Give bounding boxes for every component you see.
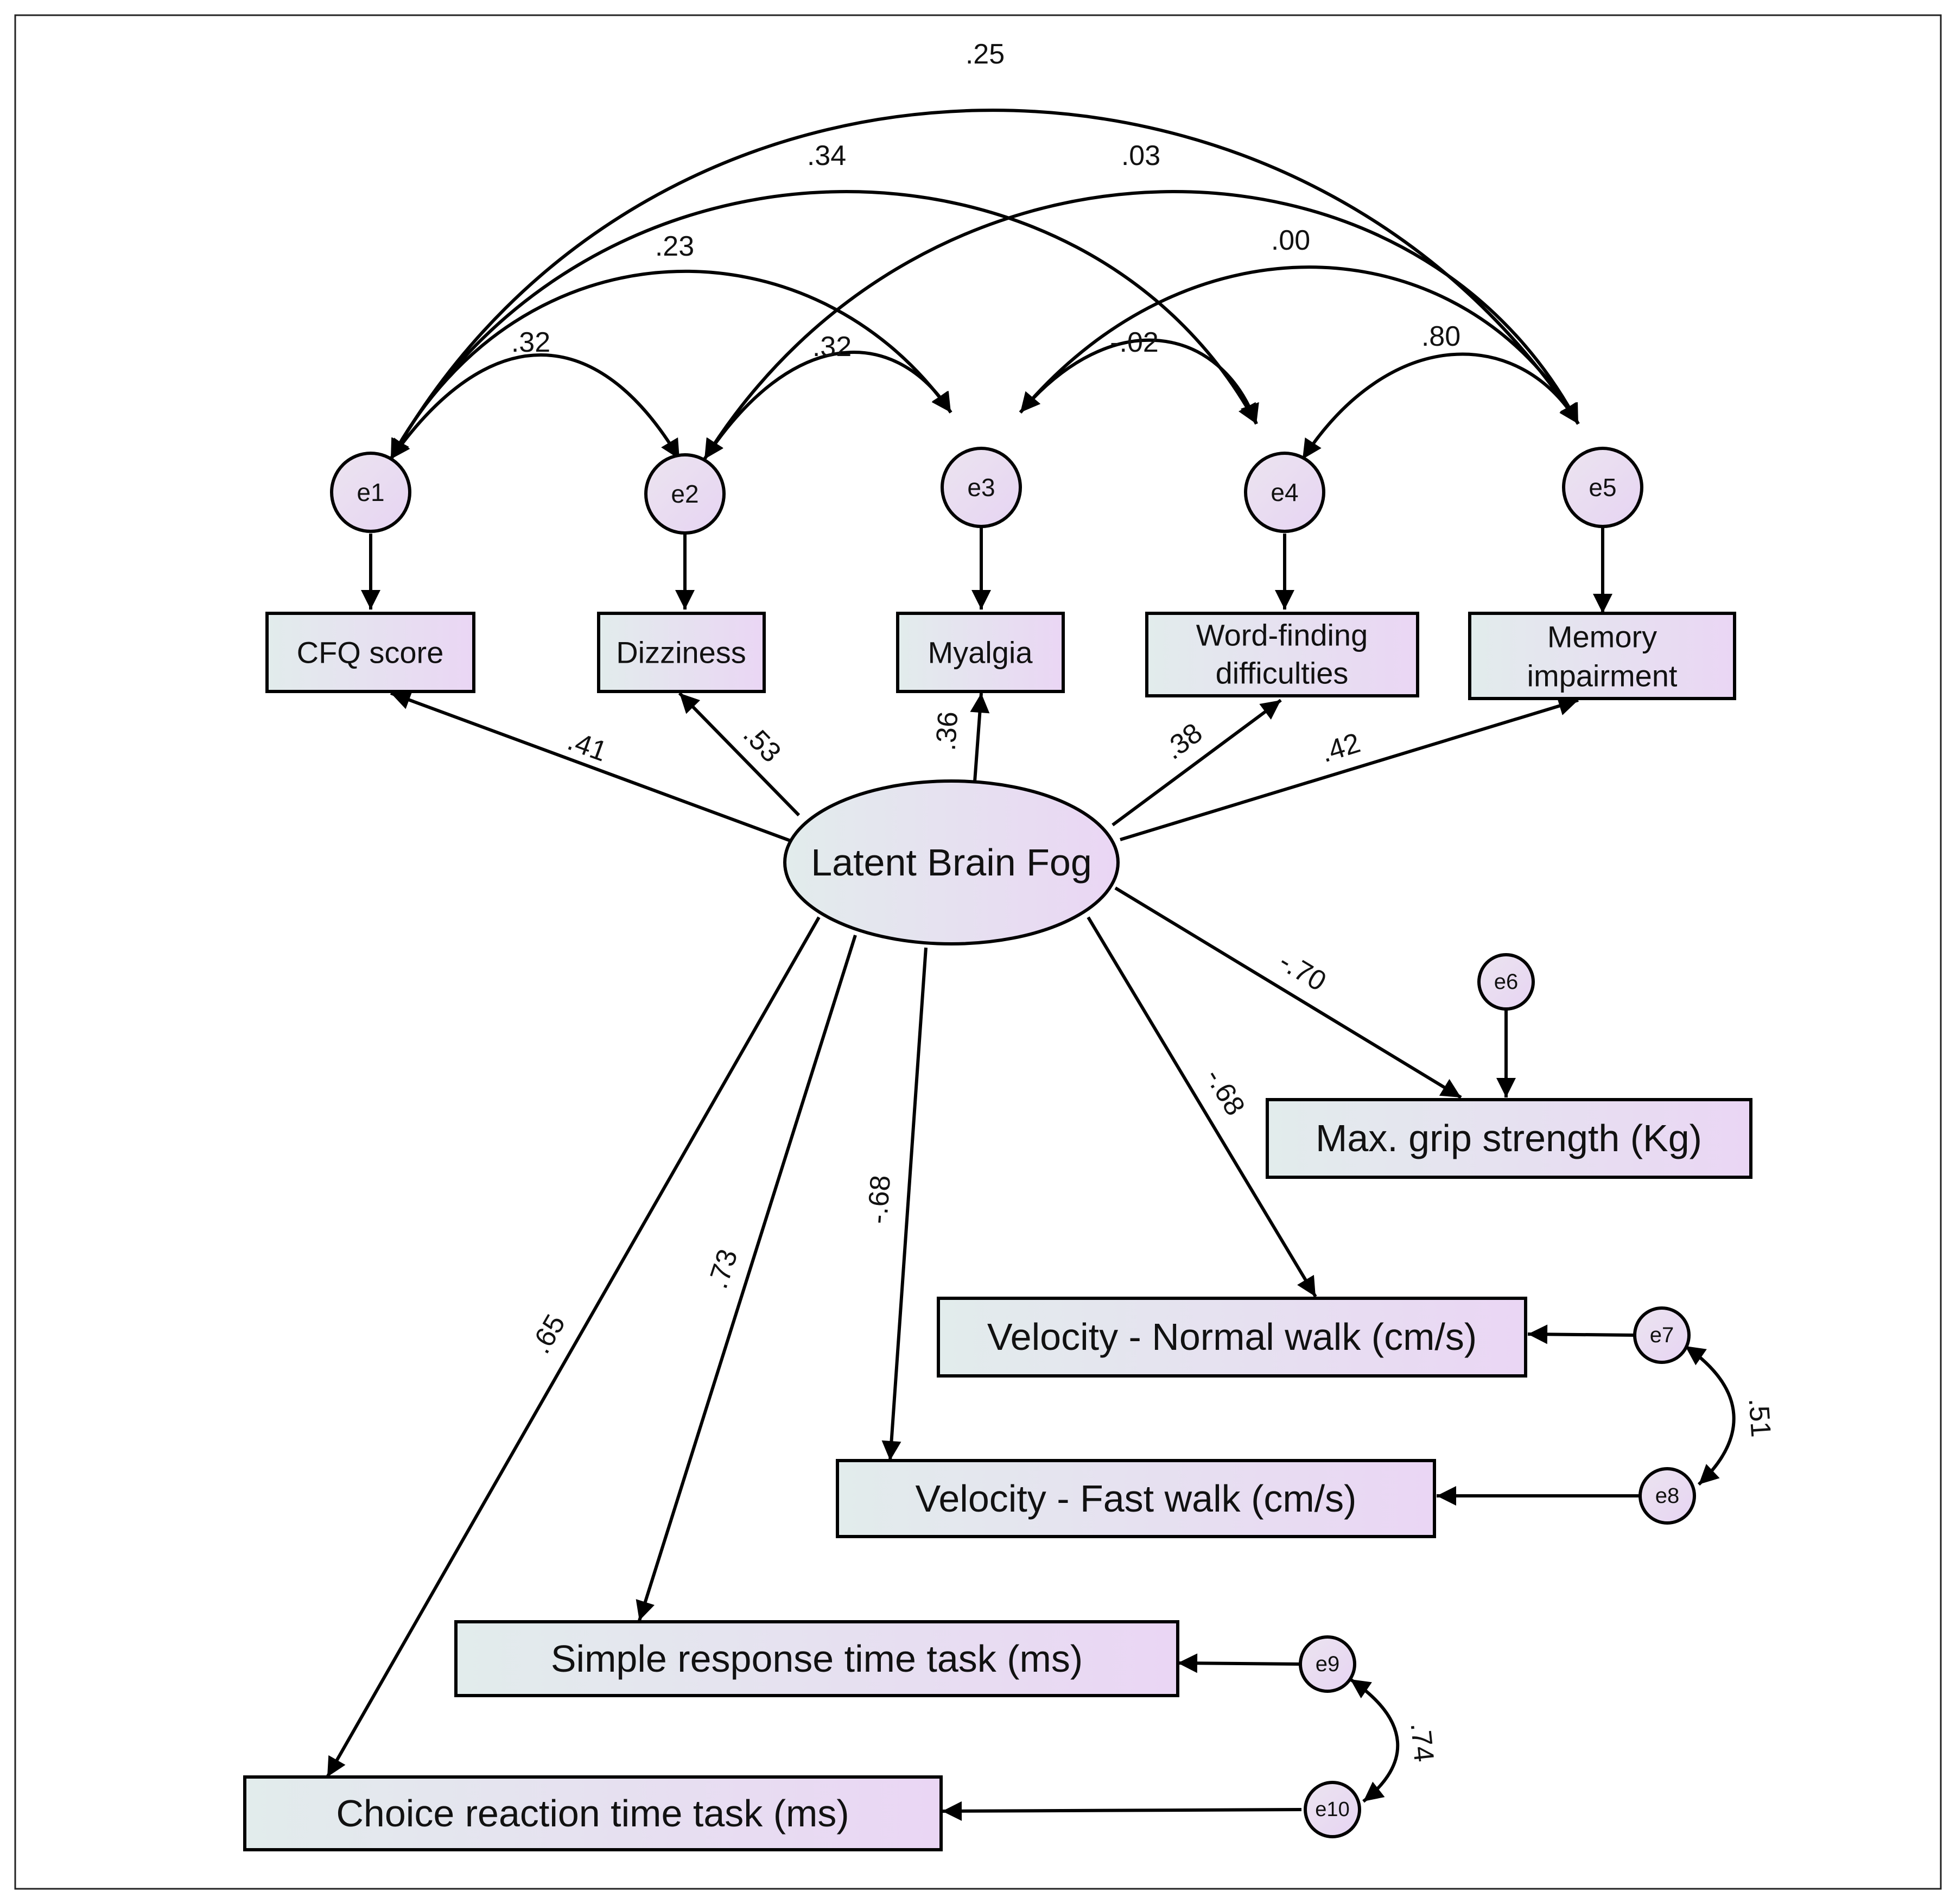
svg-text:Simple response time task (ms): Simple response time task (ms) (551, 1638, 1083, 1680)
cov-arc-e1-e4 (389, 190, 1258, 460)
error-e8: e8 (1639, 1467, 1696, 1525)
cov-label-e3-e4: -.02 (1110, 327, 1159, 358)
indicator-simple-rt: Simple response time task (ms) (454, 1620, 1179, 1697)
error-e3: e3 (941, 447, 1022, 528)
error-e4: e4 (1244, 452, 1325, 533)
error-e7: e7 (1633, 1306, 1691, 1364)
loading-arrow-grip (1114, 886, 1462, 1099)
indicator-choice-rt: Choice reaction time task (ms) (243, 1775, 943, 1851)
loading-arrow-cfq (390, 690, 803, 847)
indicator-myalgia: Myalgia (896, 612, 1065, 693)
cov-label-e3-e5: .00 (1271, 225, 1310, 256)
cov-arc-e3-e4 (1019, 338, 1259, 425)
loading-label-fast-walk: -.68 (862, 1174, 897, 1224)
latent-factor-label: Latent Brain Fog (811, 841, 1092, 884)
indicator-word-finding: Word-finding difficulties (1145, 612, 1419, 697)
error-e1: e1 (330, 452, 411, 533)
svg-text:e7: e7 (1650, 1323, 1674, 1347)
cov-arc-e3-e5 (1019, 265, 1580, 425)
error-e9: e9 (1299, 1635, 1356, 1693)
svg-text:e1: e1 (357, 478, 384, 506)
latent-factor: Latent Brain Fog (783, 779, 1120, 945)
covariance-labels: .25 .34 .03 .23 .00 .32 .32 -.02 .80 (511, 39, 1460, 363)
error-e10: e10 (1304, 1781, 1361, 1838)
cov-arc-e2-e5 (703, 190, 1580, 460)
cov-label-e2-e5: .03 (1121, 140, 1160, 172)
svg-text:e10: e10 (1315, 1798, 1349, 1821)
cov-label-e1-e5: .25 (966, 39, 1005, 70)
svg-text:e4: e4 (1271, 478, 1298, 506)
error-e6: e6 (1477, 953, 1535, 1011)
loading-arrow-choice-rt (326, 916, 821, 1778)
cov-arc-e1-e3 (389, 270, 952, 460)
svg-text:Max. grip strength (Kg): Max. grip strength (Kg) (1316, 1117, 1702, 1159)
loading-label-memory: .42 (1317, 727, 1364, 769)
covariance-arcs (389, 109, 1580, 460)
svg-text:e6: e6 (1494, 970, 1519, 994)
loading-arrow-fast-walk (881, 947, 928, 1461)
error-e2: e2 (644, 453, 726, 535)
cov-label-e1-e4: .34 (807, 140, 846, 172)
svg-text:CFQ score: CFQ score (297, 636, 444, 670)
loading-arrow-dizziness (678, 691, 801, 817)
loading-arrows (326, 690, 1579, 1778)
cov-arc-e4-e5 (1301, 352, 1580, 460)
cov-label-e9-e10: .74 (1404, 1721, 1439, 1763)
indicator-dizziness: Dizziness (597, 612, 766, 693)
svg-text:Word-finding: Word-finding (1196, 618, 1368, 652)
cov-arc-e1-e5 (389, 109, 1580, 460)
indicator-memory-impairment: Memory impairment (1468, 612, 1736, 700)
svg-text:e2: e2 (671, 480, 698, 508)
loading-arrow-simple-rt (636, 935, 857, 1621)
cov-arc-e1-e2 (389, 353, 681, 460)
arrow-e10-choice-rt (942, 1801, 1302, 1821)
svg-text:Myalgia: Myalgia (928, 636, 1033, 670)
loading-label-cfq: .41 (563, 725, 611, 767)
cov-label-e4-e5: .80 (1421, 321, 1460, 352)
indicator-fast-walk: Velocity - Fast walk (cm/s) (836, 1459, 1436, 1538)
loading-arrow-normal-walk (1087, 916, 1317, 1298)
svg-text:difficulties: difficulties (1216, 656, 1349, 690)
error-e5: e5 (1562, 447, 1643, 528)
loading-label-myalgia: .36 (930, 710, 964, 752)
indicators: CFQ score Dizziness Myalgia Word-finding… (243, 612, 1752, 1851)
svg-text:Choice reaction time task (ms): Choice reaction time task (ms) (336, 1792, 849, 1835)
error-arrows-bottom: .51 .74 (942, 1324, 1777, 1821)
svg-text:e3: e3 (967, 473, 995, 502)
svg-text:Velocity - Normal walk (cm/s): Velocity - Normal walk (cm/s) (987, 1316, 1477, 1358)
indicator-cfq-score: CFQ score (265, 612, 475, 693)
svg-text:Velocity - Fast walk (cm/s): Velocity - Fast walk (cm/s) (916, 1477, 1357, 1520)
indicator-normal-walk: Velocity - Normal walk (cm/s) (937, 1297, 1527, 1378)
loading-label-simple-rt: .73 (702, 1246, 744, 1293)
cov-arc-e7-e8 (1684, 1344, 1736, 1486)
figure-frame (14, 14, 1942, 1890)
svg-text:e9: e9 (1316, 1652, 1340, 1676)
error-arrows-top (361, 528, 1612, 1097)
svg-text:Dizziness: Dizziness (616, 636, 746, 670)
svg-text:Memory: Memory (1547, 620, 1657, 654)
cov-label-e2-e3: .32 (812, 331, 852, 363)
cov-arc-e9-e10 (1349, 1678, 1400, 1803)
cov-label-e1-e2: .32 (511, 327, 550, 358)
loading-arrow-word-finding (1112, 699, 1282, 827)
loading-arrow-myalgia (970, 693, 990, 782)
indicator-grip-strength: Max. grip strength (Kg) (1266, 1098, 1752, 1179)
arrow-e7-normal-walk (1527, 1324, 1637, 1344)
svg-text:impairment: impairment (1527, 659, 1678, 693)
error-terms: e1 e2 e3 e4 e5 e6 e7 e8 (330, 447, 1696, 1838)
cov-label-e1-e3: .23 (655, 231, 694, 262)
loading-label-choice-rt: .65 (525, 1309, 571, 1359)
cov-label-e7-e8: .51 (1743, 1397, 1777, 1438)
arrow-e9-simple-rt (1177, 1653, 1302, 1673)
svg-text:e5: e5 (1589, 473, 1616, 502)
loading-arrow-memory (1120, 696, 1579, 841)
svg-text:e8: e8 (1655, 1484, 1680, 1508)
